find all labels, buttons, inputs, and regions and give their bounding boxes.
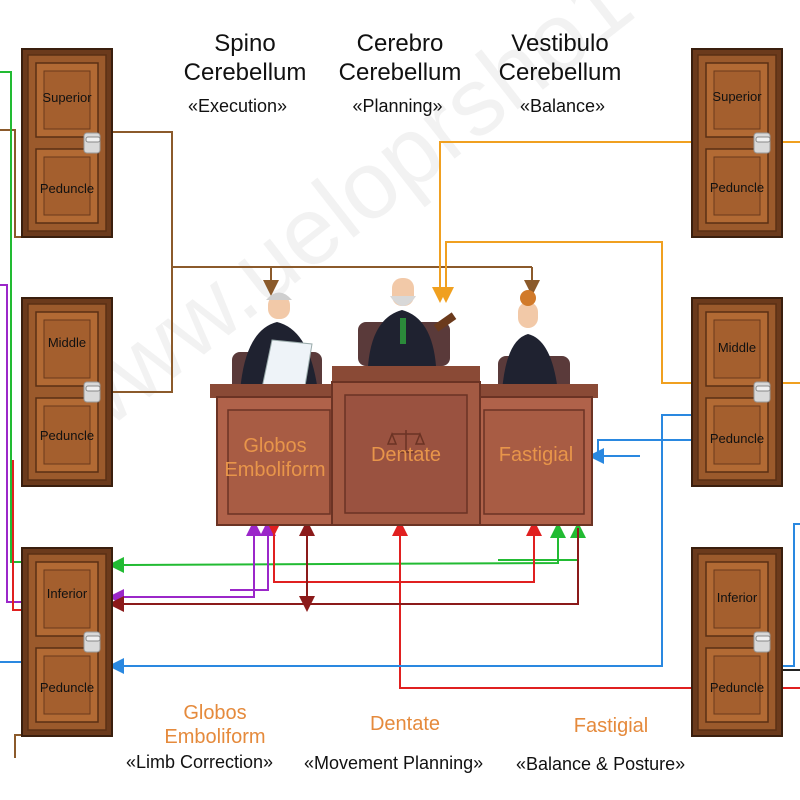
left-inferior-bottom: Peduncle [39,680,95,695]
header-vestibulo-role: «Balance» [519,96,606,116]
brown-line-superior [112,131,173,393]
header-spino-role: «Execution» [187,96,288,116]
bottom-globos: Globos Emboliform [140,701,290,749]
red-line-globos [266,520,542,583]
bottom-dentate: Dentate [369,713,441,735]
door-left-middle [21,297,113,487]
desk-label-fastigial: Fastigial [498,444,574,466]
function-limb: «Limb Correction» [126,752,274,772]
blue-right-edge [782,523,800,667]
orange-line-superior [432,141,800,303]
header-spino-line2: Cerebellum [183,59,307,86]
function-movement: «Movement Planning» [304,753,484,773]
green-left-edge [0,71,22,563]
judge-left [232,292,322,393]
header-vestibulo-line1: Vestibulo [511,30,609,57]
bottom-globos-line2: Emboliform [164,726,266,748]
desk-label-globos-line2: Emboliform [224,459,326,481]
door-left-superior [21,48,113,238]
left-superior-bottom: Peduncle [39,181,95,196]
header-cerebro-role: «Planning» [352,96,443,116]
bottom-globos-line1: Globos [183,702,247,724]
judge-right [498,290,570,392]
bottom-fastigial: Fastigial [573,715,649,737]
left-superior-top: Superior [42,90,92,105]
door-right-inferior [691,547,783,737]
left-middle-bottom: Peduncle [39,428,95,443]
right-middle-top: Middle [717,340,757,355]
right-superior-top: Superior [712,89,762,104]
right-superior-bottom: Peduncle [709,180,765,195]
desk-label-dentate: Dentate [370,444,442,466]
purple-line [108,520,262,605]
door-left-inferior [21,547,113,737]
door-right-middle [691,297,783,487]
header-cerebro-line2: Cerebellum [338,59,462,86]
right-inferior-bottom: Peduncle [709,680,765,695]
blue-line-peduncle [108,414,695,674]
header-vestibulo: Vestibulo Cerebellum [480,29,640,87]
right-middle-bottom: Peduncle [709,431,765,446]
door-right-superior [691,48,783,238]
desk-label-globos-line1: Globos [243,435,307,457]
left-inferior-top: Inferior [46,586,88,601]
desk-label-globos: Globos Emboliform [212,434,338,482]
header-cerebro: Cerebro Cerebellum [320,29,480,87]
header-cerebro-line1: Cerebro [356,30,444,57]
red-left-edge [12,460,22,611]
brown-left-edge-2 [14,734,22,758]
header-spino: Spino Cerebellum [165,29,325,87]
judge-desk [210,366,598,526]
brown-left-edge [0,129,22,238]
judge-center [358,278,457,366]
green-line [108,522,566,573]
function-balance: «Balance & Posture» [516,754,686,774]
purple-line-2 [230,520,276,591]
right-inferior-top: Inferior [716,590,758,605]
header-spino-line1: Spino [214,30,276,57]
left-middle-top: Middle [47,335,87,350]
purple-left-edge [0,284,22,603]
header-vestibulo-line2: Cerebellum [498,59,622,86]
red-line-dentate [392,520,695,689]
darkred-line [108,528,579,612]
